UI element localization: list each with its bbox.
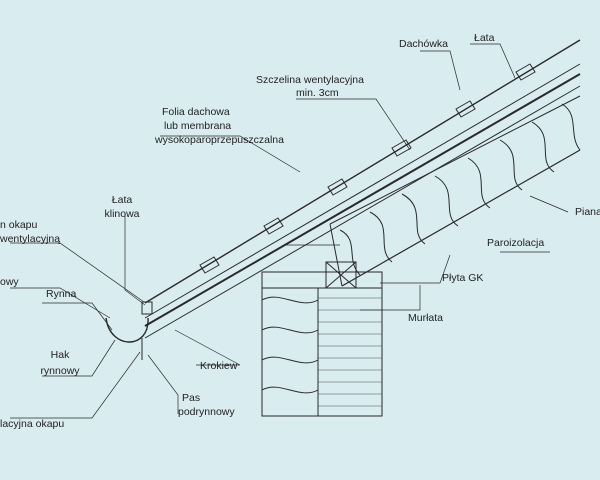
label-hak-2: rynnowy [40,365,80,377]
label-owy: owy [0,276,19,288]
rafter-bottom [144,85,581,339]
label-dachowka: Dachówka [399,38,449,50]
label-paroizolacja: Paroizolacja [487,237,545,249]
label-rynna: Rynna [46,288,77,300]
leader-dachowka [420,50,461,91]
wall [261,271,383,417]
label-folia-2: lub membrana [164,120,232,132]
label-lata-klinowa-1: Łata [111,194,133,206]
label-piana: Piana [575,206,600,218]
vapour-barrier-line [329,95,581,225]
label-folia-1: Folia dachowa [162,106,230,118]
leader-lata-klinowa [124,214,146,306]
plasterboard-line [341,149,581,287]
leader-hak [42,339,116,377]
leader-lata [470,43,516,79]
label-folia-3: wysokoparoprzepuszczalna [155,134,284,146]
battens [199,63,536,274]
label-okap-2: wentylacyjną [0,233,61,245]
insulation-edge [329,223,343,287]
leader-okap-bottom [10,351,141,419]
leader-owy [10,287,111,319]
wall-plate [325,261,357,289]
leader-pas [147,354,179,414]
leader-krokiew [174,329,241,366]
leader-folia [160,135,301,173]
label-hak-1: Hak [50,349,70,361]
leader-plyta [380,254,451,284]
rafter-top [144,73,581,327]
membrane-line [144,63,581,319]
roof-tile-line [144,39,581,304]
wall-plate-line [325,261,357,289]
tilting-fillet [141,301,153,315]
wall-insulation [261,296,319,394]
label-krokiew: Krokiew [200,360,238,372]
leader-okap [10,242,145,303]
label-lata-klinowa-2: klinowa [104,208,140,220]
insulation-pattern [339,103,581,276]
wall-blocks [318,297,382,407]
label-pas-2: podrynnowy [178,406,235,418]
gutter [105,317,149,343]
label-szczelina-1: Szczelina wentylacyjna [256,74,364,86]
label-okap-1: n okapu [0,219,38,231]
leader-murlata [360,285,421,311]
label-pas-1: Pas [182,392,201,404]
leader-rynna [42,302,113,331]
leader-szczelina [296,98,411,151]
label-murlata: Murłata [408,312,444,324]
label-lata: Łata [474,32,495,44]
label-okap-bottom: lacyjna okapu [0,418,65,430]
label-szczelina-2: min. 3cm [296,87,339,99]
label-plyta-gk: Płyta GK [442,272,484,284]
leader-piana [529,195,569,213]
